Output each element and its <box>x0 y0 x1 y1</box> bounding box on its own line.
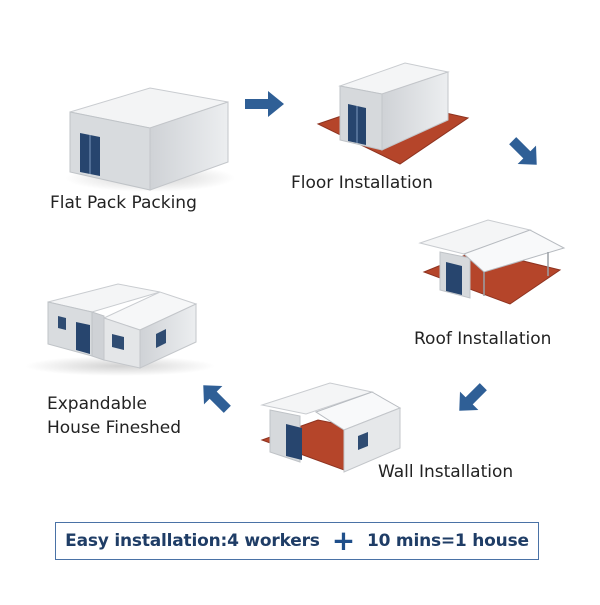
door-icon <box>286 424 302 460</box>
wall-installation-image <box>260 382 402 473</box>
expandable-house-image <box>25 283 215 376</box>
step-label-flat-pack: Flat Pack Packing <box>50 193 197 213</box>
plus-icon: + <box>331 524 355 557</box>
step-label-expandable-line1: Expandable <box>47 394 147 414</box>
arrow-up-left-icon <box>203 385 231 413</box>
step-label-wall: Wall Installation <box>378 462 514 482</box>
step-label-roof: Roof Installation <box>414 329 552 349</box>
floor-installation-image <box>316 62 470 165</box>
summary-workers-text: Easy installation:4 workers <box>65 531 320 551</box>
step-label-floor: Floor Installation <box>291 173 433 193</box>
door-icon <box>446 262 462 295</box>
step-label-expandable-line2: House Fineshed <box>47 418 182 438</box>
arrow-down-left-icon <box>459 383 487 411</box>
step-label-expandable: Expandable House Fineshed <box>47 392 181 440</box>
roof-installation-image <box>418 219 566 305</box>
flat-pack-container-image <box>65 87 235 192</box>
summary-time-text: 10 mins=1 house <box>366 531 529 551</box>
door-icon <box>76 322 90 354</box>
installation-summary-banner: Easy installation:4 workers + 10 mins=1 … <box>55 522 539 560</box>
arrow-down-right-icon <box>509 137 537 165</box>
arrow-right-icon <box>245 91 284 117</box>
